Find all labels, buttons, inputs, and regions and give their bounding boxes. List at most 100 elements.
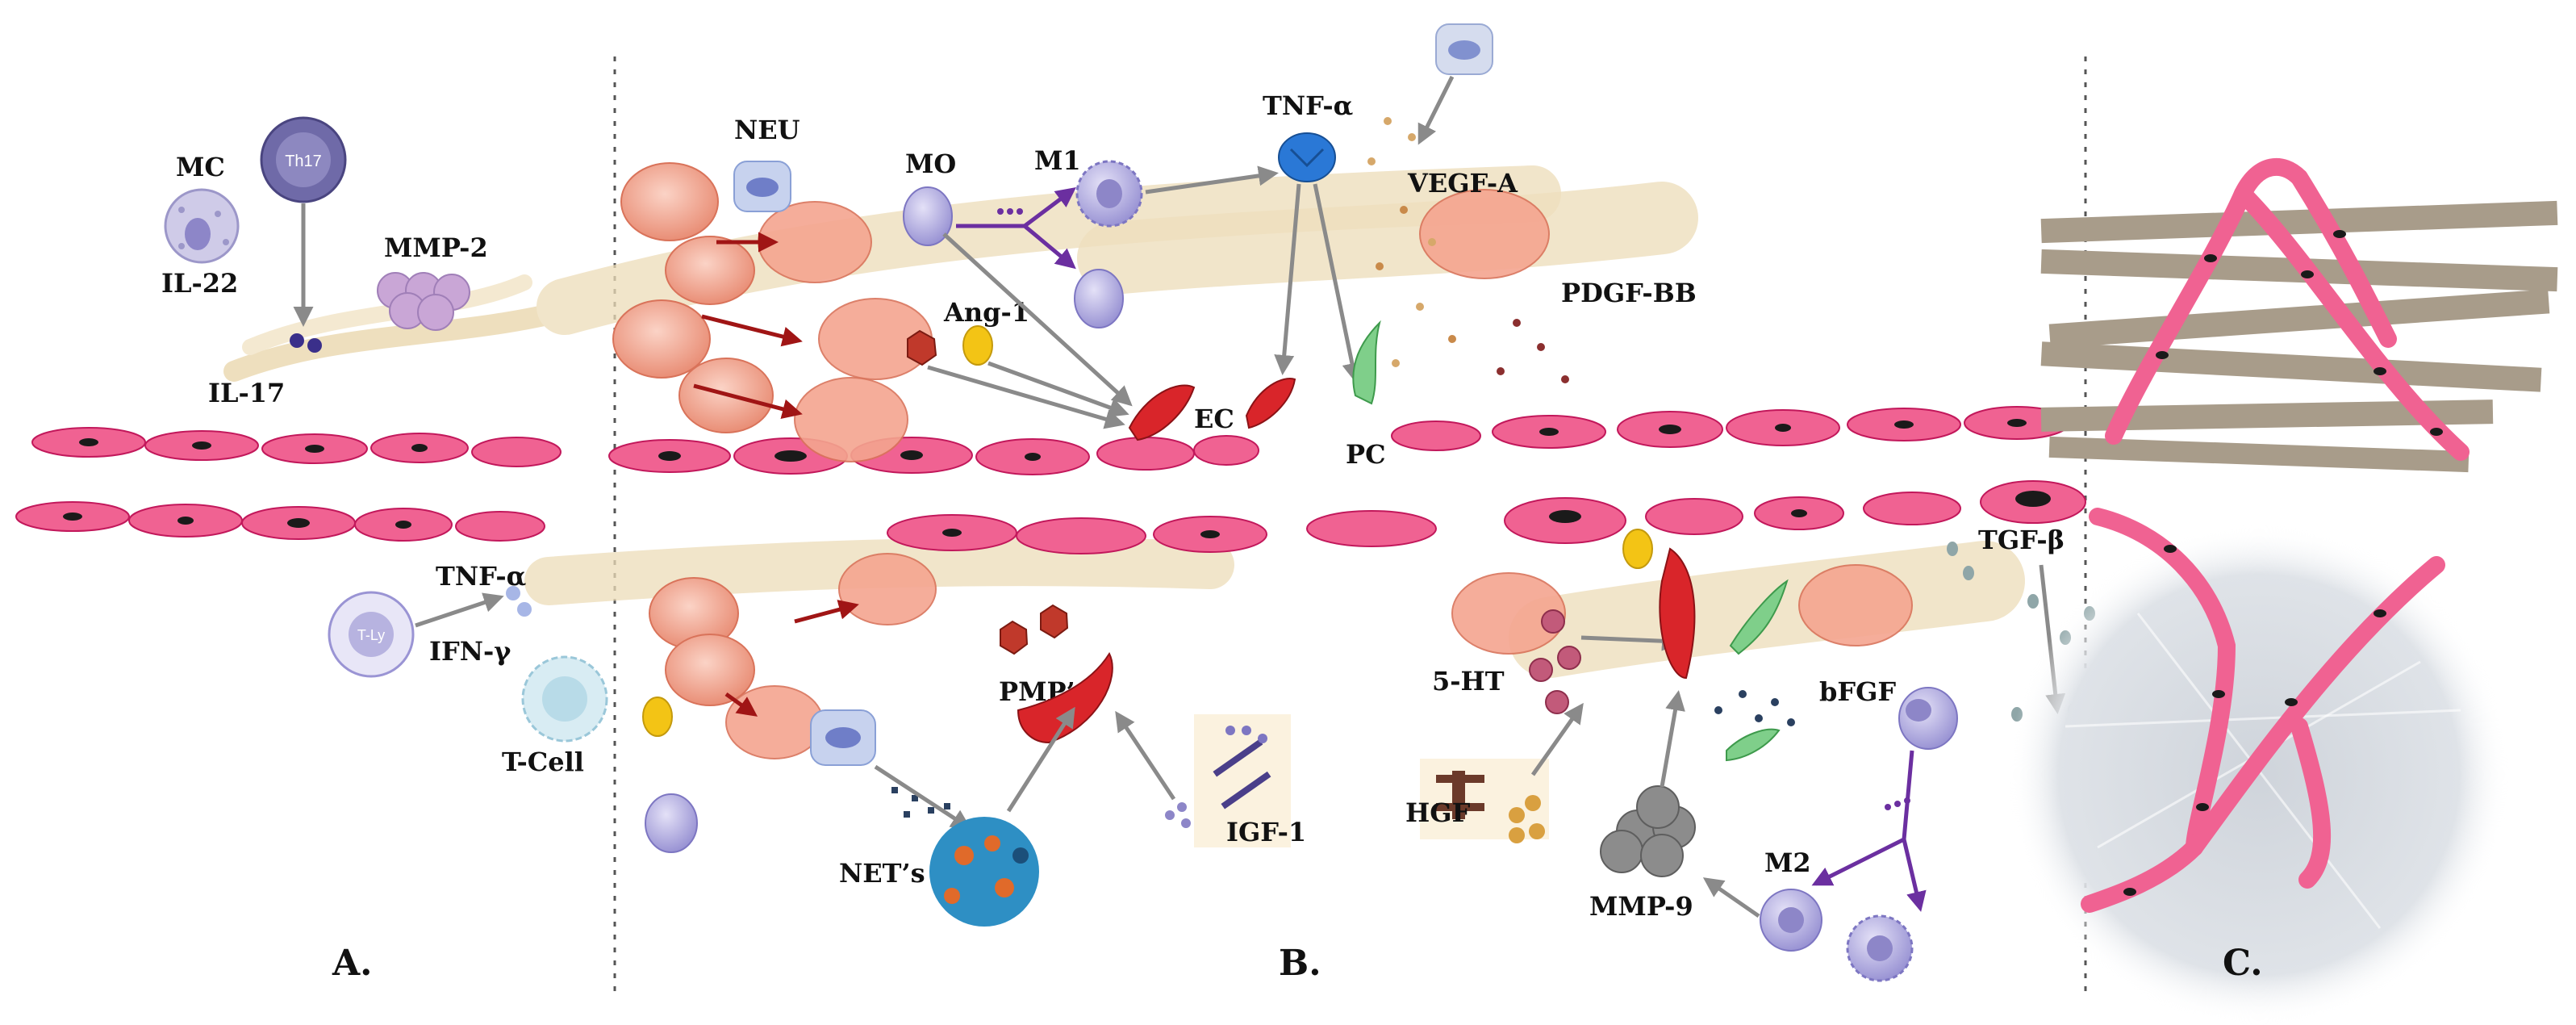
vessel-sprout-top — [2105, 158, 2470, 461]
neutrophil-nets — [810, 709, 876, 766]
arrow-fib-3 — [693, 383, 803, 420]
label-5ht: 5-HT — [1432, 666, 1505, 697]
mmp2-cluster — [377, 272, 470, 331]
vessel-wall-lower — [15, 480, 2086, 554]
hgf-factor — [1420, 759, 1549, 843]
vessel-sprout-nuclei — [2156, 230, 2443, 436]
arrow-igf-ec — [1115, 710, 1176, 801]
label-bfgf: bFGF — [1819, 676, 1896, 707]
scar-collagen-bundles — [2040, 200, 2558, 473]
th17-badge: Th17 — [285, 153, 322, 170]
il17-dot — [307, 338, 322, 353]
arrow-nets-ec — [1006, 706, 1075, 813]
vessel-nuclei-lower — [63, 491, 2051, 538]
growth-factor-particles — [1367, 117, 1569, 383]
arrow-5ht-ec — [1580, 630, 1682, 651]
mast-cell — [164, 188, 240, 264]
vessel-nuclei-upper — [79, 419, 2027, 462]
label-tnf-bottom: TNF-α — [436, 561, 526, 592]
m1-macrophage — [1074, 160, 1143, 328]
tly-badge: T-Ly — [357, 627, 385, 643]
label-mmp2: MMP-2 — [384, 232, 488, 263]
tnf-receptor — [1278, 132, 1336, 182]
pericyte-right — [1726, 579, 1789, 762]
th17-cell: Th17 — [260, 116, 347, 203]
ang1-particle-right — [1622, 529, 1653, 569]
arrow-mo-ec — [942, 232, 1133, 407]
arrow-tly-tnf — [415, 592, 504, 628]
monocyte-top — [903, 186, 953, 246]
mo-particles — [997, 208, 1023, 215]
neutrophil-top — [733, 161, 791, 212]
tnf-dot — [506, 586, 520, 600]
fibroblast-group-bottom — [649, 553, 1913, 759]
bfgf-dots — [1714, 690, 1795, 726]
tnf-dot — [517, 602, 532, 617]
nets-cluster — [929, 817, 1039, 927]
panel-label-c: C. — [2223, 943, 2263, 984]
igf1-receptor — [1194, 714, 1291, 847]
arrow-mo-m1b — [1023, 224, 1076, 270]
arrow-m1-tnf — [1145, 165, 1279, 195]
label-pc: PC — [1346, 439, 1386, 470]
arrow-mmp9-ec — [1660, 690, 1685, 788]
label-tgfb: TGF-β — [1978, 525, 2065, 555]
m2-particles — [1885, 797, 1910, 810]
label-tcell: T-Cell — [502, 747, 584, 777]
vessel-wall-upper — [31, 406, 2070, 475]
monocyte-bottom-left — [645, 793, 698, 853]
platelets-5ht — [1529, 609, 1581, 714]
macrophage-m2-source — [1898, 687, 1958, 750]
panel-label-b: B. — [1279, 943, 1321, 984]
arrow-hgf-ec — [1530, 702, 1584, 776]
pericyte — [1352, 320, 1381, 405]
label-igf1: IGF-1 — [1226, 817, 1306, 847]
label-m2: M2 — [1764, 847, 1811, 878]
label-mo: MO — [905, 149, 956, 179]
arrow-tnf-pc — [1313, 183, 1363, 383]
panel-label-a: A. — [332, 943, 372, 984]
platelet-microparticles — [1000, 604, 1069, 655]
label-ec: EC — [1194, 404, 1234, 434]
endothelial-cells — [1128, 378, 1296, 441]
label-il22: IL-22 — [161, 268, 238, 299]
igf1-dots — [1165, 802, 1191, 828]
arrow-m2-mmp9 — [1702, 877, 1760, 918]
endothelial-cell-right — [1659, 547, 1696, 680]
label-pdgfbb: PDGF-BB — [1561, 278, 1697, 308]
mmp9-cluster — [1600, 785, 1696, 877]
nets-dots — [891, 787, 950, 818]
arrow-fib-2 — [701, 314, 803, 347]
arrow-fib-5 — [724, 692, 758, 717]
label-m1: M1 — [1034, 145, 1081, 176]
il17-dot — [290, 333, 304, 348]
label-ifng: IFN-γ — [429, 636, 511, 667]
arrow-ang1-ec — [987, 361, 1129, 417]
arrow-fib-4 — [794, 600, 859, 624]
t-cell — [521, 655, 608, 743]
arrow-m2-a — [1811, 750, 1914, 886]
label-il17: IL-17 — [208, 378, 285, 408]
ang1-particle-bottom — [642, 697, 673, 737]
endothelial-cell-bottom — [1017, 651, 1113, 744]
arrow-m2-b — [1902, 839, 1927, 912]
vessel-remodeled-nuclei — [2123, 545, 2386, 896]
label-neu: NEU — [734, 115, 800, 145]
t-lymphocyte: T-Ly — [328, 591, 415, 678]
label-ang1: Ang-1 — [943, 297, 1029, 328]
fibroblast-group-top — [612, 162, 1550, 462]
arrow-neu-nets — [874, 764, 972, 830]
label-mmp9: MMP-9 — [1589, 891, 1693, 922]
arrow-neu-vegf — [1417, 75, 1455, 145]
arrow-ang1b-ec — [927, 365, 1125, 429]
ang1-factor — [907, 325, 993, 366]
label-nets: NET’s — [839, 858, 925, 889]
neutrophil-vegf — [1435, 23, 1493, 75]
label-hgf: HGF — [1405, 797, 1471, 828]
m2-macrophages — [1760, 889, 1914, 982]
label-tnf-top: TNF-α — [1263, 90, 1353, 121]
label-mc: MC — [176, 152, 225, 182]
arrow-tnf-ec — [1274, 183, 1301, 375]
label-vegfa: VEGF-A — [1407, 168, 1518, 199]
